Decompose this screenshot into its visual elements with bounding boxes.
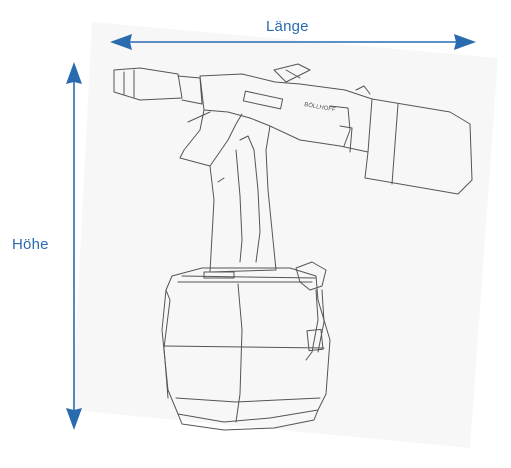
tool-rear-cylinder bbox=[364, 98, 473, 195]
length-label: Länge bbox=[266, 18, 309, 35]
tool-top-clip bbox=[273, 63, 311, 83]
tool-outline bbox=[113, 63, 473, 431]
length-arrow-icon bbox=[110, 34, 476, 50]
paper-background bbox=[72, 22, 498, 448]
tool-trigger bbox=[179, 109, 243, 167]
tool-nose bbox=[113, 67, 183, 101]
height-label: Höhe bbox=[12, 236, 49, 253]
tool-handle bbox=[209, 125, 277, 273]
height-arrow-icon bbox=[66, 62, 82, 430]
brand-label: BÖLLHOFF bbox=[304, 101, 337, 113]
